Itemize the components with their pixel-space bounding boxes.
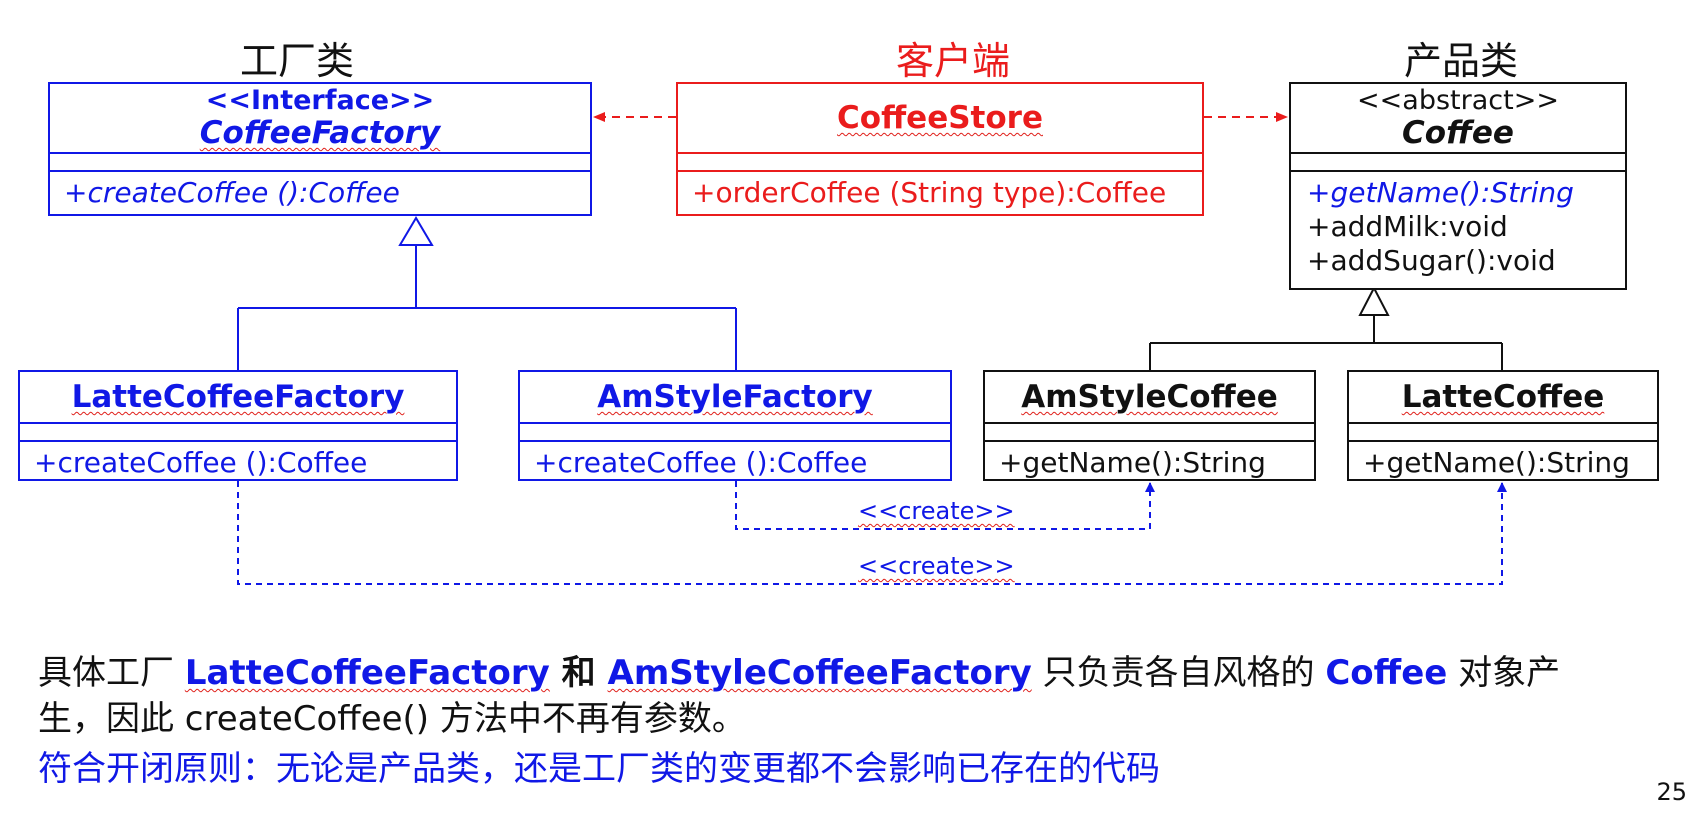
class-name-am-style-coffee: AmStyleCoffee bbox=[1021, 379, 1278, 415]
create-label-am-style: <<create>> bbox=[858, 497, 1015, 525]
class-name-coffee: Coffee bbox=[1402, 115, 1514, 151]
note-text-4: 对象产生，因此 createCoffee() 方法中不再有参数。 bbox=[38, 653, 1561, 739]
stereotype-abstract: <<abstract>> bbox=[1357, 85, 1559, 116]
class-name-latte-coffee: LatteCoffee bbox=[1401, 379, 1605, 415]
op-create-coffee: +createCoffee ():Coffee bbox=[64, 176, 400, 209]
class-latte-coffee-factory: LatteCoffeeFactory +createCoffee ():Coff… bbox=[18, 370, 458, 481]
create-am-style bbox=[735, 481, 1155, 530]
op-latte-create-coffee: +createCoffee ():Coffee bbox=[34, 446, 368, 479]
page-number: 25 bbox=[1656, 778, 1687, 806]
explanation-note: 具体工厂 LatteCoffeeFactory 和 AmStyleCoffeeF… bbox=[38, 650, 1628, 742]
class-name-latte-coffee-factory: LatteCoffeeFactory bbox=[71, 379, 405, 415]
op-latte-get-name: +getName():String bbox=[1363, 446, 1630, 479]
stereotype-interface: <<Interface>> bbox=[205, 85, 435, 116]
note-text-3: 只负责各自风格的 bbox=[1031, 653, 1326, 693]
class-coffee: <<abstract>> Coffee +getName():String +a… bbox=[1289, 82, 1627, 290]
note-am-style-factory: AmStyleCoffeeFactory bbox=[607, 653, 1032, 693]
note-coffee: Coffee bbox=[1325, 653, 1448, 693]
note-text-2: 和 bbox=[549, 653, 608, 693]
factory-inheritance bbox=[237, 216, 737, 370]
header-factory: 工厂类 bbox=[239, 39, 354, 83]
op-get-name: +getName():String bbox=[1307, 176, 1574, 209]
note-text-1: 具体工厂 bbox=[38, 653, 185, 693]
note-latte-factory: LatteCoffeeFactory bbox=[184, 653, 550, 693]
class-coffee-factory: <<Interface>> CoffeeFactory +createCoffe… bbox=[48, 82, 592, 216]
header-client: 客户端 bbox=[895, 39, 1010, 83]
op-add-sugar: +addSugar():void bbox=[1307, 244, 1556, 277]
class-name-coffee-factory: CoffeeFactory bbox=[199, 115, 441, 151]
class-coffee-store: CoffeeStore +orderCoffee (String type):C… bbox=[676, 82, 1204, 216]
class-am-style-factory: AmStyleFactory +createCoffee ():Coffee bbox=[518, 370, 952, 481]
create-label-latte: <<create>> bbox=[858, 552, 1015, 580]
op-order-coffee: +orderCoffee (String type):Coffee bbox=[692, 176, 1167, 209]
class-am-style-coffee: AmStyleCoffee +getName():String bbox=[983, 370, 1316, 481]
op-am-style-create-coffee: +createCoffee ():Coffee bbox=[534, 446, 868, 479]
class-name-am-style-factory: AmStyleFactory bbox=[597, 379, 873, 415]
class-name-coffee-store: CoffeeStore bbox=[837, 100, 1043, 136]
product-inheritance bbox=[1149, 285, 1503, 370]
op-am-style-get-name: +getName():String bbox=[999, 446, 1266, 479]
header-product: 产品类 bbox=[1403, 39, 1518, 83]
class-latte-coffee: LatteCoffee +getName():String bbox=[1347, 370, 1659, 481]
op-add-milk: +addMilk:void bbox=[1307, 210, 1508, 243]
open-closed-note: 符合开闭原则：无论是产品类，还是工厂类的变更都不会影响已存在的代码 bbox=[38, 749, 1160, 789]
